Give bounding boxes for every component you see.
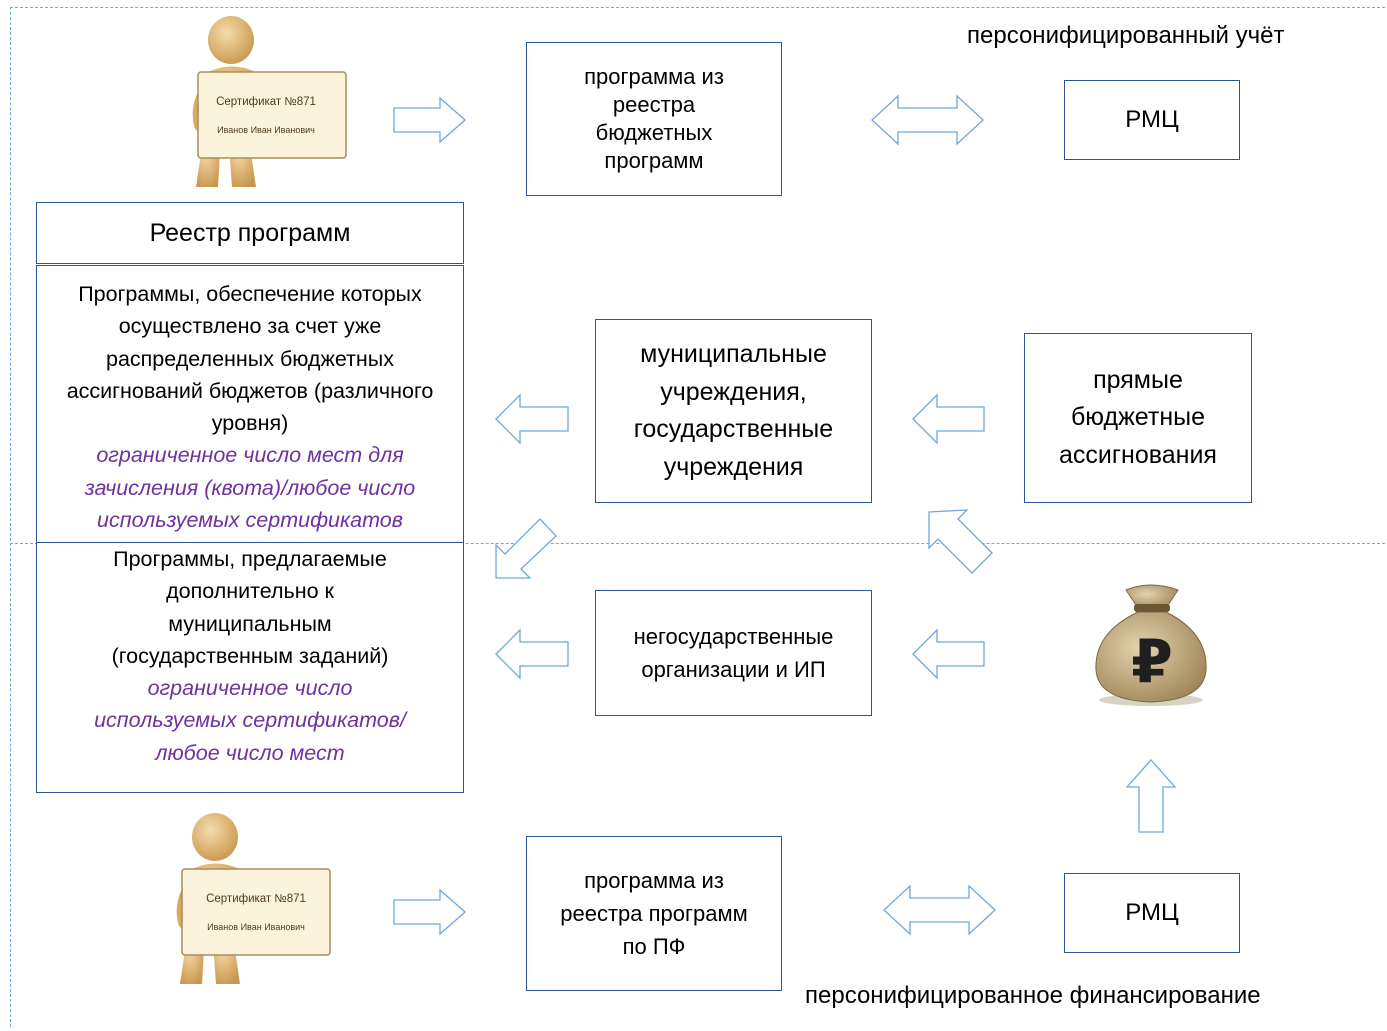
certificate-holder-top: Иванов Иван Иванович (217, 125, 315, 135)
box-institutions-label: муниципальные учреждения, государственны… (633, 340, 834, 481)
arrow-person-to-budget-registry-icon (393, 96, 466, 144)
box-rmc-bottom: РМЦ (1064, 873, 1240, 953)
caption-personified-accounting: персонифицированный учёт (967, 22, 1285, 49)
double-arrow-top-icon (871, 94, 984, 146)
registry-section-additional-note: ограниченное число используемых сертифик… (94, 676, 406, 765)
caption-personified-financing: персонифицированное финансирование (805, 982, 1261, 1009)
registry-title-label: Реестр программ (149, 219, 351, 247)
box-budget-program-registry: программа из реестра бюджетных программ (526, 42, 782, 196)
box-institutions: муниципальные учреждения, государственны… (595, 319, 872, 503)
money-bag-icon: ₽ (1095, 584, 1207, 706)
box-registry-section-additional: Программы, предлагаемые дополнительно к … (36, 543, 464, 793)
double-arrow-bottom-icon (883, 884, 996, 936)
arrow-moneybag-to-nongov-icon (912, 628, 985, 680)
certificate-title-bottom: Сертификат №871 (206, 893, 306, 905)
box-rmc-top-label: РМЦ (1125, 105, 1179, 133)
registry-section-budget-note: ограниченное число мест для зачисления (… (84, 443, 416, 532)
box-nongovernmental-label: негосударственные организации и ИП (633, 624, 834, 682)
box-rmc-top: РМЦ (1064, 80, 1240, 160)
arrow-moneybag-to-institutions-icon (928, 509, 993, 574)
arrow-institutions-to-registry-icon (495, 393, 569, 445)
certificate-title-top: Сертификат №871 (216, 96, 316, 108)
middle-dashed-divider (10, 543, 1385, 544)
arrow-nongov-to-registry-icon (495, 628, 569, 680)
person-with-certificate-top-icon: Сертификат №871 Иванов Иван Иванович (192, 16, 347, 187)
registry-section-budget-text: Программы, обеспечение которых осуществл… (66, 282, 434, 435)
left-dashed-border (10, 7, 11, 1027)
arrow-person-to-pf-registry-icon (393, 888, 466, 936)
box-budget-program-registry-label: программа из реестра бюджетных программ (584, 63, 724, 174)
arrow-up-to-moneybag-icon (1125, 759, 1177, 833)
registry-section-additional-text: Программы, предлагаемые дополнительно к … (111, 547, 389, 668)
box-direct-appropriations: прямые бюджетные ассигнования (1024, 333, 1252, 503)
box-pf-program-registry-label: программа из реестра программ по ПФ (560, 868, 748, 959)
box-nongovernmental: негосударственные организации и ИП (595, 590, 872, 716)
box-registry-section-budget: Программы, обеспечение которых осуществл… (36, 265, 464, 543)
person-with-certificate-bottom-icon: Сертификат №871 Иванов Иван Иванович (176, 813, 331, 984)
arrow-appropriations-to-institutions-icon (912, 393, 985, 445)
ruble-symbol: ₽ (1131, 627, 1173, 697)
top-dashed-border (10, 7, 1385, 8)
box-rmc-bottom-label: РМЦ (1125, 898, 1179, 926)
box-direct-appropriations-label: прямые бюджетные ассигнования (1059, 365, 1217, 469)
certificate-holder-bottom: Иванов Иван Иванович (207, 922, 305, 932)
box-pf-program-registry: программа из реестра программ по ПФ (526, 836, 782, 991)
arrow-diagonal-to-registry-icon (495, 518, 557, 579)
box-registry-title: Реестр программ (36, 202, 464, 264)
